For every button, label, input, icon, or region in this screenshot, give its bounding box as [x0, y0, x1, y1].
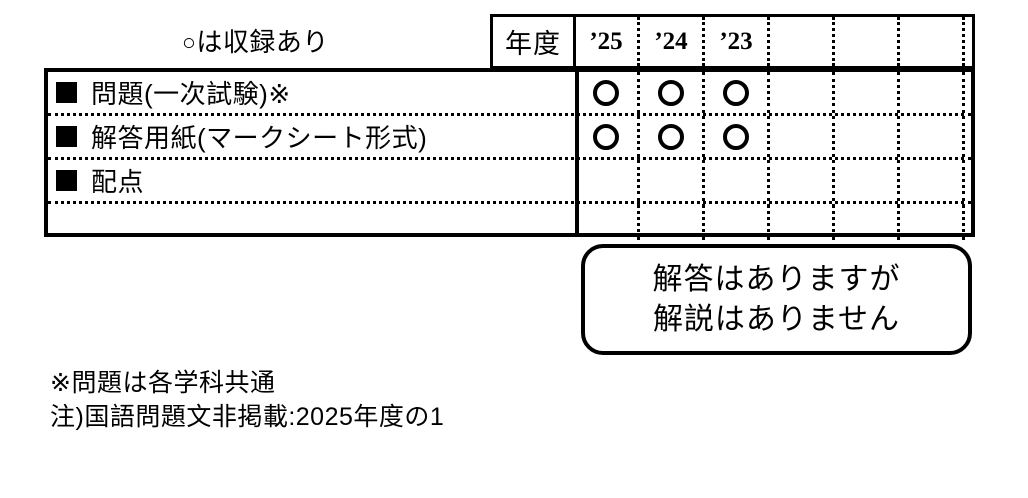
table-cell	[575, 204, 640, 240]
circle-mark-icon	[723, 123, 749, 150]
table-cell	[640, 72, 705, 113]
table-cell	[900, 160, 965, 201]
table-cell	[705, 72, 770, 113]
table-cell	[705, 204, 770, 240]
year-header-cell: 年度	[490, 14, 576, 69]
circle-icon: ○	[182, 29, 197, 55]
row-cells	[575, 160, 1028, 201]
year-column-header: ’25	[575, 17, 640, 66]
year-label: ’24	[654, 27, 688, 55]
year-column-header-row: ’25 ’24 ’23	[575, 14, 975, 69]
table-cell	[640, 116, 705, 157]
table-cell	[705, 116, 770, 157]
year-header-label: 年度	[505, 29, 561, 59]
table-cell	[770, 116, 835, 157]
table-row: 解答用紙(マークシート形式)	[48, 116, 971, 160]
row-cells	[575, 204, 1028, 240]
circle-mark-icon	[593, 79, 619, 106]
table-cell	[900, 204, 965, 240]
table-cell	[965, 116, 1028, 157]
circle-mark-icon	[658, 79, 684, 106]
table-row	[48, 204, 971, 240]
row-label: 問題(一次試験)※	[56, 72, 291, 113]
year-column-header	[770, 17, 835, 66]
row-cells	[575, 116, 1028, 157]
table-cell	[770, 72, 835, 113]
note-line-2: 解説はありません	[652, 302, 901, 336]
table-row: 問題(一次試験)※	[48, 72, 971, 116]
circle-mark-icon	[723, 79, 749, 106]
table-cell	[965, 204, 1028, 240]
square-bullet-icon	[56, 82, 77, 103]
footnote-line-2: 注)国語問題文非掲載:2025年度の1	[50, 403, 445, 431]
row-label-text: 解答用紙(マークシート形式)	[91, 123, 428, 153]
square-bullet-icon	[56, 170, 77, 191]
table-cell	[705, 160, 770, 201]
year-label: ’23	[719, 27, 753, 55]
table-cell	[640, 160, 705, 201]
year-label: ’25	[589, 27, 623, 55]
table-cell	[965, 160, 1028, 201]
label-column-divider	[575, 72, 579, 233]
year-column-header	[965, 17, 972, 66]
row-label-text: 問題(一次試験)※	[91, 79, 291, 109]
row-label: 配点	[56, 160, 144, 201]
row-cells	[575, 72, 1028, 113]
square-bullet-icon	[56, 126, 77, 147]
table-cell	[835, 116, 900, 157]
year-column-header	[835, 17, 900, 66]
table-cell	[575, 72, 640, 113]
table-cell	[575, 160, 640, 201]
footnotes: ※問題は各学科共通 注)国語問題文非掲載:2025年度の1	[50, 366, 444, 434]
row-label-text: 配点	[91, 167, 145, 197]
table-cell	[965, 72, 1028, 113]
table-cell	[900, 116, 965, 157]
coverage-table: 問題(一次試験)※ 解答用紙(マークシート形式) 配点	[44, 68, 975, 240]
note-line-1: 解答はありますが	[652, 262, 901, 296]
year-column-header: ’23	[705, 17, 770, 66]
legend: ○は収録あり	[182, 26, 329, 58]
year-column-header	[900, 17, 965, 66]
footnote-line-1: ※問題は各学科共通	[50, 369, 276, 397]
circle-mark-icon	[658, 123, 684, 150]
year-column-header: ’24	[640, 17, 705, 66]
table-cell	[835, 72, 900, 113]
table-cell	[835, 160, 900, 201]
note-callout-box: 解答はありますが 解説はありません	[581, 244, 972, 355]
row-label: 解答用紙(マークシート形式)	[56, 116, 427, 157]
table-cell	[770, 160, 835, 201]
table-row: 配点	[48, 160, 971, 204]
legend-label: は収録あり	[196, 27, 329, 57]
table-cell	[575, 116, 640, 157]
table-cell	[835, 204, 900, 240]
table-cell	[900, 72, 965, 113]
circle-mark-icon	[593, 123, 619, 150]
table-cell	[770, 204, 835, 240]
table-cell	[640, 204, 705, 240]
